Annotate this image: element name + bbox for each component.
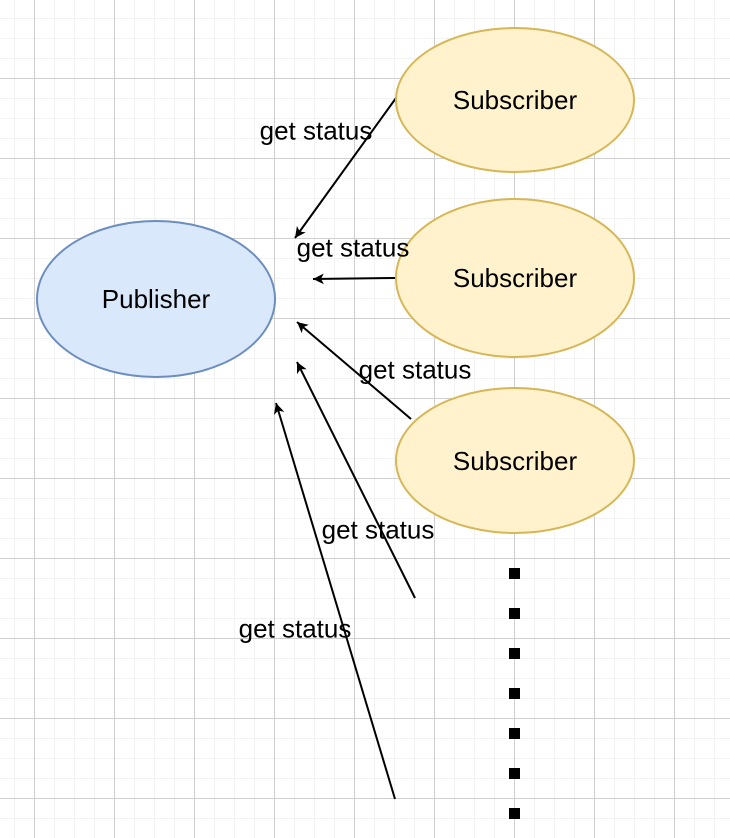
node-subscriber-2[interactable]: Subscriber [395,198,635,358]
edge-label-get-status-1[interactable]: get status [259,115,373,146]
edge-label-get-status-4[interactable]: get status [321,514,435,545]
edge-label-get-status-2[interactable]: get status [296,232,410,263]
edge-get-status-3[interactable] [296,321,412,420]
ellipsis-dot [509,808,520,819]
ellipsis-dot [509,688,520,699]
edge-label-get-status-3[interactable]: get status [358,354,472,385]
node-subscriber-3-label: Subscriber [452,445,578,476]
ellipsis-dot [509,648,520,659]
edge-label-get-status-5[interactable]: get status [238,613,352,644]
node-subscriber-3[interactable]: Subscriber [395,387,635,534]
node-subscriber-1[interactable]: Subscriber [395,27,635,173]
ellipsis-dot [509,728,520,739]
edge-get-status-5[interactable] [273,402,396,800]
ellipsis-dot [509,568,520,579]
node-subscriber-2-label: Subscriber [452,263,578,293]
edge-get-status-4[interactable] [296,361,416,599]
edge-get-status-2[interactable] [312,273,396,285]
node-publisher-label: Publisher [101,284,211,314]
node-publisher[interactable]: Publisher [36,220,276,378]
node-subscriber-1-label: Subscriber [452,85,578,115]
ellipsis-dot [509,608,520,619]
edge-get-status-1[interactable] [294,97,397,239]
ellipsis-dot [509,768,520,779]
